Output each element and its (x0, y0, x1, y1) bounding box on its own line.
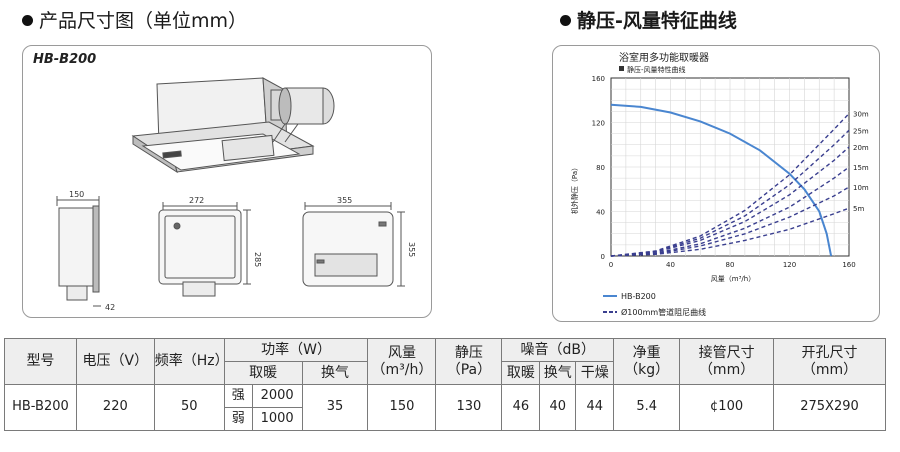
x-tick-label: 0 (609, 261, 613, 269)
header-weight-line2: （kg） (624, 361, 670, 378)
bullet-icon (22, 15, 33, 26)
side-view-drawing (56, 196, 101, 307)
header-power: 功率（W） (223, 338, 369, 362)
header-pressure-line2: （Pa） (446, 361, 492, 378)
chart-legend: HB-B200 Ø100mm管道阻尼曲线 (603, 292, 706, 317)
header-airflow-line1: 风量 (387, 345, 416, 362)
cell-weak-value: 1000 (251, 407, 303, 431)
x-tick-label: 80 (726, 261, 735, 269)
chart-title: 浴室用多功能取暖器 (619, 51, 709, 64)
duct-curve-label: 30m (853, 111, 869, 119)
front-height-dimension: 355 (407, 242, 416, 257)
series-line-duct-15m (610, 166, 850, 257)
header-weight: 净重（kg） (613, 338, 681, 385)
header-frequency: 频率（Hz） (153, 338, 229, 385)
bullet-icon (560, 15, 571, 26)
header-airflow: 风量（m³/h） (367, 338, 437, 385)
duct-curve-label: 25m (853, 127, 869, 135)
cell-weak-label: 弱 (223, 407, 253, 431)
cell-strong-label: 强 (223, 384, 253, 408)
x-tick-label: 40 (666, 261, 675, 269)
y-tick-label: 80 (596, 164, 605, 172)
x-tick-label: 120 (783, 261, 796, 269)
header-pipe-size: 接管尺寸（mm） (679, 338, 775, 385)
header-hole-size: 开孔尺寸（mm） (773, 338, 886, 385)
series-line-duct-30m (610, 113, 850, 257)
cell-noise-vent: 40 (539, 384, 577, 431)
side-width-dimension: 150 (69, 190, 84, 199)
cell-hole-size: 275X290 (773, 384, 886, 431)
header-hole-line1: 开孔尺寸 (801, 345, 858, 362)
duct-curve-label: 20m (853, 144, 869, 152)
header-pressure-line1: 静压 (454, 345, 483, 362)
x-tick-label: 160 (842, 261, 855, 269)
header-noise-dry: 干燥 (575, 361, 615, 385)
spec-header-row-2: 取暖 换气 取暖 换气 干燥 (5, 361, 886, 385)
spec-table: 型号 电压（V） 频率（Hz） 功率（W） 风量（m³/h） 静压（Pa） 噪音… (4, 338, 886, 431)
header-pipe-line1: 接管尺寸 (698, 345, 755, 362)
cell-noise-heating: 46 (501, 384, 541, 431)
front-view-drawing (302, 202, 405, 287)
chart-panel: 浴室用多功能取暖器 静压-风量特性曲线 机外静压（Pa） 风量（m³/h） 0 4… (552, 45, 880, 322)
dimension-drawings: 150 42 272 285 355 355 (56, 77, 416, 312)
dimensions-heading: 产品尺寸图（单位mm） (22, 6, 247, 33)
cell-vent-power: 35 (301, 384, 369, 431)
chart-heading: 静压-风量特征曲线 (560, 6, 737, 33)
mid-width-dimension: 272 (189, 196, 204, 205)
subtitle-marker-icon (619, 66, 624, 71)
y-tick-label: 40 (596, 209, 605, 217)
duct-curve-label: 10m (853, 184, 869, 192)
cell-voltage: 220 (75, 384, 155, 431)
header-hole-line2: （mm） (801, 361, 858, 378)
header-airflow-line2: （m³/h） (371, 361, 433, 378)
header-voltage: 电压（V） (75, 338, 155, 385)
spec-data-row-strong: HB-B200 220 50 强 2000 35 150 130 46 40 4… (4, 384, 886, 431)
y-tick-label: 120 (592, 120, 605, 128)
dimension-drawing-panel: HB-B200 150 42 (22, 45, 432, 318)
header-power-heating: 取暖 (223, 361, 303, 385)
header-pressure: 静压（Pa） (435, 338, 503, 385)
spec-data-row-weak: 弱 1000 (5, 407, 886, 431)
header-noise: 噪音（dB） (501, 338, 615, 362)
header-weight-line1: 净重 (632, 345, 661, 362)
duct-curve-label: 5m (853, 205, 864, 213)
cell-model: HB-B200 (4, 384, 77, 431)
side-depth-dimension: 42 (105, 303, 115, 312)
chart-plot-area: 0 40 80 120 160 0 40 80 120 160 5m 10m 15m 20m 25m 30m (592, 75, 869, 269)
product-isometric-illustration (131, 77, 335, 174)
front-width-dimension: 355 (337, 196, 352, 205)
header-noise-vent: 换气 (539, 361, 577, 385)
chart-subtitle: 静压-风量特性曲线 (627, 65, 686, 74)
header-model: 型号 (4, 338, 77, 385)
y-axis-label: 机外静压（Pa） (570, 164, 579, 214)
dimensions-heading-text: 产品尺寸图（单位mm） (39, 10, 248, 32)
header-noise-heating: 取暖 (501, 361, 541, 385)
duct-curve-label: 15m (853, 164, 869, 172)
x-axis-label: 风量（m³/h） (711, 275, 755, 283)
cell-noise-dry: 44 (575, 384, 615, 431)
legend-label-model: HB-B200 (621, 292, 656, 301)
pressure-airflow-chart: 浴室用多功能取暖器 静压-风量特性曲线 机外静压（Pa） 风量（m³/h） 0 4… (570, 51, 869, 317)
chart-heading-text: 静压-风量特征曲线 (577, 10, 737, 32)
cell-airflow: 150 (367, 384, 437, 431)
legend-label-duct: Ø100mm管道阻尼曲线 (621, 307, 706, 317)
header-pipe-line2: （mm） (698, 361, 755, 378)
header-power-vent: 换气 (301, 361, 369, 385)
cell-pipe-size: ¢100 (679, 384, 775, 431)
cell-pressure: 130 (435, 384, 503, 431)
y-tick-label: 160 (592, 75, 605, 83)
y-tick-label: 0 (601, 253, 605, 261)
cell-weight: 5.4 (613, 384, 681, 431)
drawing-model-label: HB-B200 (33, 52, 97, 67)
cell-frequency: 50 (153, 384, 225, 431)
cell-strong-value: 2000 (251, 384, 303, 408)
bottom-view-drawing (158, 202, 251, 297)
mid-height-dimension: 285 (253, 252, 262, 267)
spec-header-row-1: 型号 电压（V） 频率（Hz） 功率（W） 风量（m³/h） 静压（Pa） 噪音… (4, 338, 886, 385)
series-line-hb-b200 (610, 103, 833, 257)
